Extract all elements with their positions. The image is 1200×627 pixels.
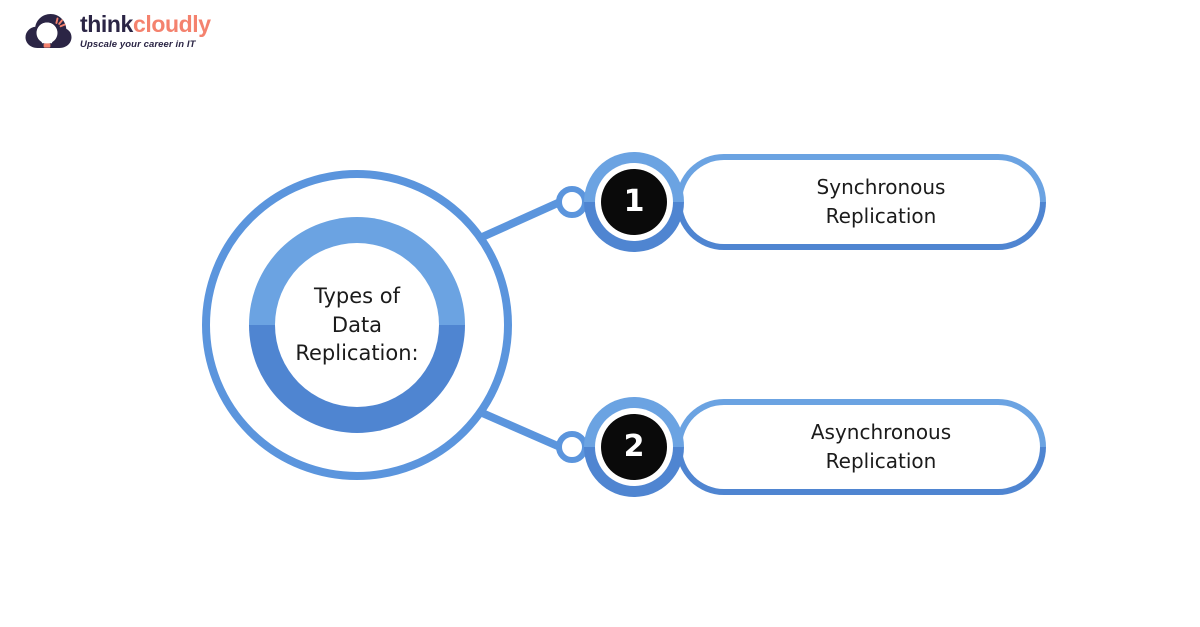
branch-number-2: 2	[623, 429, 645, 464]
hub-title: Types of Data Replication:	[295, 284, 419, 366]
branch-pill-2[interactable]: Asynchronous Replication	[676, 399, 1046, 495]
branch-badge-1: 1	[584, 152, 684, 252]
central-hub: Types of Data Replication:	[202, 170, 512, 480]
branch-badge-white-2: 2	[595, 408, 673, 486]
hub-inner-ring: Types of Data Replication:	[249, 217, 465, 433]
branch-badge-2: 2	[584, 397, 684, 497]
hub-outer-ring	[202, 170, 512, 480]
brand-logo[interactable]: thinkcloudly Upscale your career in IT	[24, 10, 211, 52]
branch-badge-white-1: 1	[595, 163, 673, 241]
brand-wordmark: thinkcloudly	[80, 10, 211, 37]
brand-logo-text: thinkcloudly Upscale your career in IT	[80, 10, 211, 50]
branch-item-1[interactable]: Synchronous Replication 1	[556, 152, 1046, 252]
branch-label-1: Synchronous Replication	[816, 175, 946, 228]
branch-item-2[interactable]: Asynchronous Replication 2	[556, 397, 1046, 497]
branch-label-2: Asynchronous Replication	[810, 420, 952, 473]
cloud-lightbulb-icon	[25, 14, 72, 48]
brand-word-think: think	[80, 10, 133, 37]
hub-inner-disc: Types of Data Replication:	[275, 243, 439, 407]
brand-word-cloudly: cloudly	[132, 10, 211, 37]
branch-badge-core-1: 1	[601, 169, 667, 235]
branch-badge-core-2: 2	[601, 414, 667, 480]
branch-pill-1[interactable]: Synchronous Replication	[676, 154, 1046, 250]
brand-tagline: Upscale your career in IT	[80, 38, 196, 50]
branch-number-1: 1	[623, 184, 645, 219]
